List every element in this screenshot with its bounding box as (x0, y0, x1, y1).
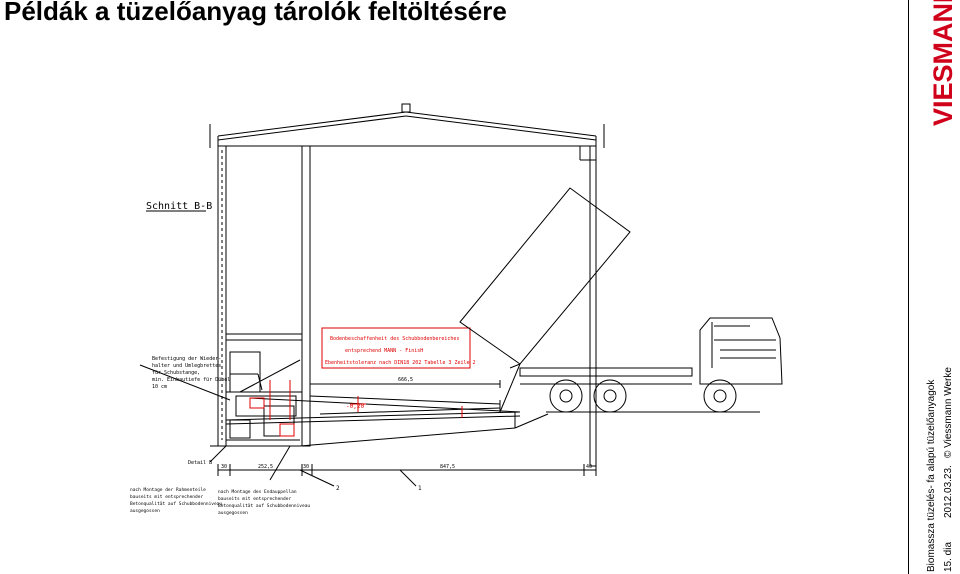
svg-text:30: 30 (303, 464, 309, 470)
footer-slide-number: 15. dia (943, 541, 954, 572)
red-markings (249, 327, 471, 437)
technical-drawing: Schnitt B-B Bodenbeschaffenheit des Schu… (130, 103, 783, 516)
dimension-lines (217, 380, 597, 476)
roof (209, 103, 605, 148)
bottom-note-1: nach Montage der Rahmenteile bauseits mi… (130, 487, 222, 514)
footer-date: 2012.03.23. (943, 465, 954, 518)
svg-text:bauseits mit entsprechender: bauseits mit entsprechender (130, 494, 203, 500)
svg-text:entsprechend MANN - FinisH: entsprechend MANN - FinisH (345, 348, 423, 354)
dimension-top: 666,5 (398, 377, 413, 383)
level-mark: -0,20 (346, 403, 364, 410)
svg-text:Ebenheitstoleranz nach DIN18 2: Ebenheitstoleranz nach DIN18 202 Tabelle… (325, 360, 476, 366)
svg-text:nach Montage des Endauppellan: nach Montage des Endauppellan (218, 489, 297, 495)
section-label: Schnitt B-B (146, 201, 212, 212)
svg-text:nach Montage der Rahmenteile: nach Montage der Rahmenteile (130, 487, 206, 493)
detail-label: Detail B (188, 460, 212, 466)
svg-text:Befestigung der Wieder-: Befestigung der Wieder- (152, 356, 221, 362)
svg-text:ausgegossen: ausgegossen (130, 509, 160, 514)
leader-lines (139, 364, 417, 487)
truck (519, 317, 783, 413)
bottom-note-2: nach Montage des Endauppellan bauseits m… (218, 489, 310, 516)
svg-text:10 cm: 10 cm (152, 384, 167, 390)
brand-wordmark: VIESMANN (928, 0, 958, 126)
svg-text:30: 30 (221, 464, 227, 470)
svg-text:Betonqualität auf Schubbodenni: Betonqualität auf Schubbodenniveau (130, 501, 222, 507)
tipping-container (459, 187, 631, 413)
red-note: Bodenbeschaffenheit des Schubbodenbereic… (325, 336, 476, 366)
ground-line (210, 413, 549, 447)
svg-text:252,5: 252,5 (258, 464, 273, 470)
callout-1: 1 (418, 485, 422, 492)
page-title: Példák a tüzelőanyag tárolók feltöltésér… (4, 0, 507, 26)
svg-text:847,5: 847,5 (440, 464, 455, 470)
svg-text:min. Einbautiefe für Dübel: min. Einbautiefe für Dübel (152, 377, 230, 383)
svg-text:ausgegossen: ausgegossen (218, 511, 248, 516)
svg-text:für Schubstange,: für Schubstange, (152, 370, 200, 376)
svg-text:bauseits mit entsprechender: bauseits mit entsprechender (218, 496, 291, 502)
footer-subject: Biomassza tüzelés- fa alapú tüzelőanyago… (926, 379, 937, 572)
right-divider (908, 0, 909, 574)
footer-copyright: © Viessmann Werke (943, 367, 954, 458)
storage-interior (225, 351, 521, 447)
callout-2: 2 (336, 485, 340, 492)
building-walls (217, 145, 597, 467)
viessmann-logo: VIESMANN (912, 0, 960, 130)
svg-text:Bodenbeschaffenheit des Schubb: Bodenbeschaffenheit des Schubbodenbereic… (330, 336, 459, 342)
bottom-dimensions: 30 252,5 30 847,5 40 (221, 464, 592, 470)
svg-text:40: 40 (586, 464, 592, 470)
svg-text:Betonqualität auf Schubbodenni: Betonqualität auf Schubbodenniveau (218, 503, 310, 509)
left-note: Befestigung der Wieder- halter und Umleg… (152, 356, 230, 390)
svg-text:halter und Umlegbrettes: halter und Umlegbrettes (152, 363, 221, 369)
